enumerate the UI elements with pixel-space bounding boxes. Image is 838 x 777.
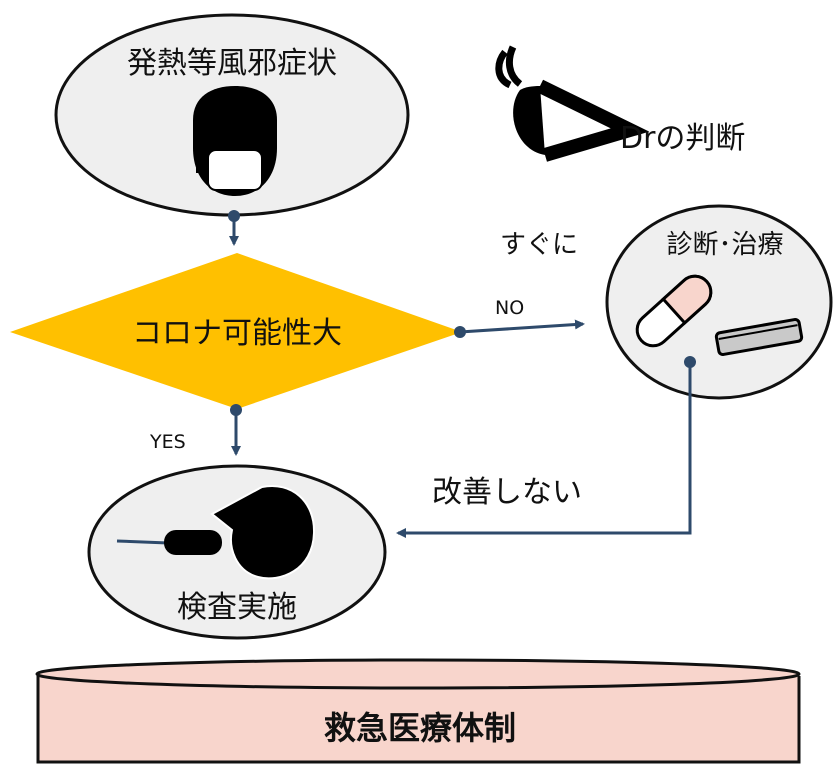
eye-icon	[495, 45, 650, 162]
connector-treatment-to-test: 改善しない	[396, 356, 696, 538]
emergency-care-base: 救急医療体制	[35, 658, 801, 764]
test-node: 検査実施	[87, 464, 387, 640]
masked-person-icon	[193, 86, 277, 196]
connector-decision-to-test: YES	[149, 404, 242, 456]
yes-label: YES	[149, 431, 186, 453]
test-label: 検査実施	[177, 590, 297, 625]
base-label: 救急医療体制	[324, 709, 516, 747]
not-improved-label: 改善しない	[432, 475, 582, 510]
treatment-label: 診断･治療	[666, 230, 783, 260]
symptoms-label: 発熱等風邪症状	[127, 46, 337, 81]
symptoms-node: 発熱等風邪症状	[54, 13, 410, 217]
connector-symptoms-to-decision	[228, 210, 240, 246]
doctor-label: Drの判断	[620, 121, 745, 156]
decision-node: コロナ可能性大	[10, 253, 462, 409]
tablet-icon	[714, 318, 804, 356]
decision-label: コロナ可能性大	[132, 316, 342, 351]
immediately-label: すぐに	[500, 230, 578, 260]
swab-test-icon	[116, 484, 316, 580]
doctor-judgement: Drの判断	[495, 45, 745, 162]
no-label: NO	[495, 297, 524, 319]
capsule-icon	[635, 274, 713, 348]
treatment-node: 診断･治療	[605, 204, 833, 400]
connector-decision-to-treatment: NO	[454, 297, 585, 338]
